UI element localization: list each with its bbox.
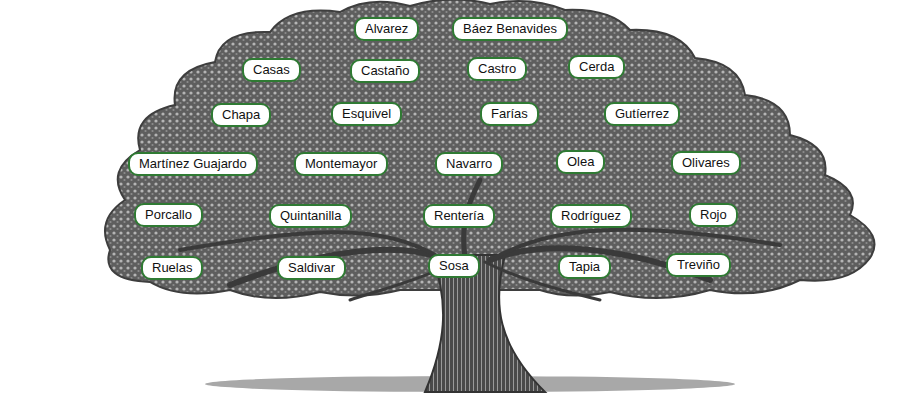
surname-box: Martínez Guajardo bbox=[128, 152, 258, 176]
surname-box: Treviño bbox=[666, 253, 731, 277]
surname-text: Chapa bbox=[222, 107, 260, 123]
surname-text: Martínez Guajardo bbox=[139, 156, 247, 172]
surname-box: Casas bbox=[242, 58, 301, 82]
surname-box: Castaño bbox=[350, 59, 420, 83]
surname-text: Saldivar bbox=[288, 260, 335, 276]
surname-text: Gutíerrez bbox=[615, 106, 669, 122]
surname-text: Esquivel bbox=[342, 106, 391, 122]
surname-box: Rentería bbox=[423, 204, 495, 228]
surname-text: Sosa bbox=[439, 258, 469, 274]
surname-text: Ruelas bbox=[152, 260, 192, 276]
surname-text: Quintanilla bbox=[280, 208, 341, 224]
surname-box: Navarro bbox=[435, 152, 503, 176]
surname-text: Rentería bbox=[434, 208, 484, 224]
surname-text: Montemayor bbox=[305, 156, 377, 172]
surname-text: Alvarez bbox=[365, 21, 408, 37]
surname-box: Báez Benavides bbox=[452, 17, 568, 41]
surname-text: Castaño bbox=[361, 63, 409, 79]
surname-text: Treviño bbox=[677, 257, 720, 273]
surname-box: Sosa bbox=[428, 254, 480, 278]
surname-text: Castro bbox=[478, 61, 516, 77]
surname-box: Alvarez bbox=[354, 17, 419, 41]
surname-text: Navarro bbox=[446, 156, 492, 172]
surname-text: Rodríguez bbox=[561, 208, 621, 224]
surname-text: Porcallo bbox=[145, 207, 192, 223]
surname-box: Olea bbox=[556, 150, 605, 174]
surname-box: Farías bbox=[480, 102, 539, 126]
surname-text: Farías bbox=[491, 106, 528, 122]
surname-text: Cerda bbox=[579, 59, 614, 75]
surname-box: Cerda bbox=[568, 55, 625, 79]
surname-box: Rojo bbox=[689, 203, 738, 227]
surname-text: Casas bbox=[253, 62, 290, 78]
surname-text: Olivares bbox=[682, 155, 730, 171]
surname-text: Tapia bbox=[569, 259, 600, 275]
surname-box: Ruelas bbox=[141, 256, 203, 280]
surname-box: Esquivel bbox=[331, 102, 402, 126]
surname-box: Olivares bbox=[671, 151, 741, 175]
surname-box: Tapia bbox=[558, 255, 611, 279]
surname-text: Báez Benavides bbox=[463, 21, 557, 37]
surname-box: Gutíerrez bbox=[604, 102, 680, 126]
surname-box: Chapa bbox=[211, 103, 271, 127]
surname-box: Saldivar bbox=[277, 256, 346, 280]
surname-box: Porcallo bbox=[134, 203, 203, 227]
surname-box: Montemayor bbox=[294, 152, 388, 176]
surname-box: Rodríguez bbox=[550, 204, 632, 228]
surname-text: Rojo bbox=[700, 207, 727, 223]
surname-box: Castro bbox=[467, 57, 527, 81]
surname-text: Olea bbox=[567, 154, 594, 170]
surname-box: Quintanilla bbox=[269, 204, 352, 228]
